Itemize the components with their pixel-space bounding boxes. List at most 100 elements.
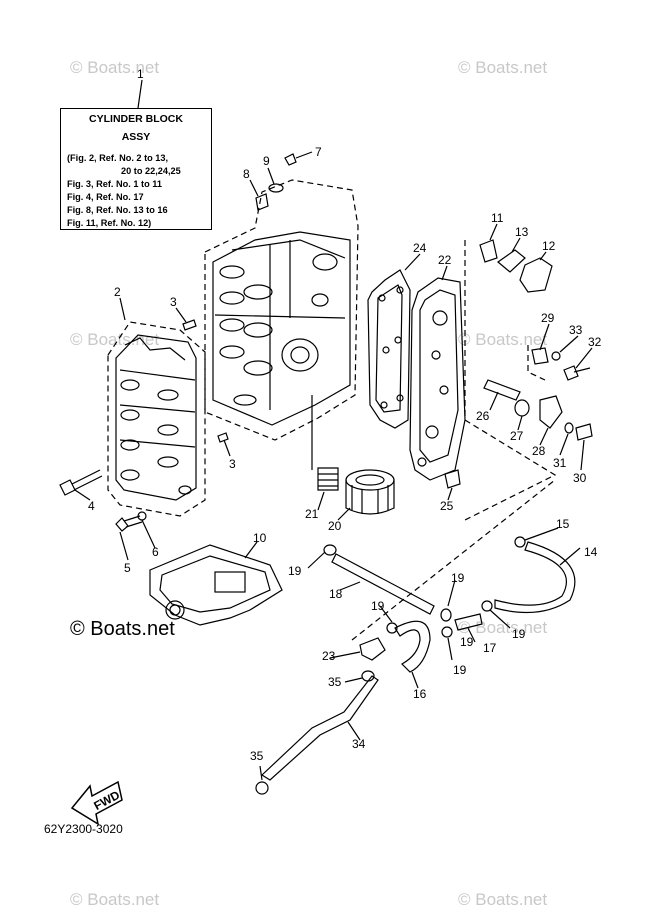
- part-label: 4: [88, 499, 95, 513]
- gasket-part: [149, 544, 283, 626]
- part-label: 33: [569, 323, 583, 337]
- hose-part: [331, 553, 435, 615]
- part-label: 7: [315, 145, 322, 159]
- info-title: CYLINDER BLOCK: [89, 113, 183, 125]
- bolt-part: [575, 423, 593, 441]
- part-label: 35: [328, 675, 342, 689]
- hose-part: [261, 675, 379, 781]
- info-line: Fig. 11, Ref. No. 12): [67, 218, 152, 228]
- part-label: 3: [229, 457, 236, 471]
- fwd-arrow-icon: FWD: [70, 780, 123, 826]
- clip-part: [481, 600, 493, 612]
- grommet-part: [483, 379, 521, 401]
- washer-part: [551, 351, 561, 361]
- part-label: 15: [556, 517, 570, 531]
- part-label: 18: [329, 587, 343, 601]
- bracket-part: [531, 347, 549, 365]
- watermark: © Boats.net: [458, 58, 548, 77]
- watermark: © Boats.net: [70, 58, 160, 77]
- joint-part: [454, 613, 483, 631]
- part-label: 19: [371, 599, 385, 613]
- part-label: 10: [253, 531, 267, 545]
- exhaust-gasket-part: [367, 269, 411, 429]
- part-label: 19: [453, 663, 467, 677]
- watermark: © Boats.net: [70, 330, 160, 349]
- part-label: 9: [263, 154, 270, 168]
- part-label: 17: [483, 641, 497, 655]
- part-label: 19: [460, 635, 474, 649]
- clip-part: [255, 781, 269, 795]
- part-label: 30: [573, 471, 587, 485]
- hose-part: [494, 541, 576, 614]
- union-bolt-part: [317, 467, 339, 491]
- bolt-part: [115, 511, 147, 532]
- seal-part: [514, 399, 530, 417]
- cylinder-block-assy-box: CYLINDER BLOCK ASSY (Fig. 2, Ref. No. 2 …: [60, 108, 212, 230]
- part-label: 19: [512, 627, 526, 641]
- clip-part: [361, 670, 375, 682]
- part-number-labels: 1 2 3 3 4 5 6 7 8 9 10 11 12 13 14 15 16…: [88, 67, 602, 763]
- part-label: 5: [124, 561, 131, 575]
- oil-filter-part: [345, 469, 395, 515]
- bolt-part: [444, 469, 461, 489]
- bolt-part: [563, 365, 579, 381]
- dowel-pin: [217, 432, 229, 443]
- part-label: 19: [451, 571, 465, 585]
- part-label: 3: [170, 295, 177, 309]
- cylinder-block-part: [204, 179, 359, 441]
- info-line: (Fig. 2, Ref. No. 2 to 13,: [67, 153, 169, 163]
- clip-part: [386, 622, 398, 634]
- part-label: 29: [541, 311, 555, 325]
- gasket-part: [497, 249, 526, 273]
- watermark-center: © Boats.net: [70, 618, 175, 640]
- part-label: 21: [305, 507, 319, 521]
- part-label: 11: [491, 211, 504, 225]
- clip-part: [514, 536, 526, 548]
- part-label: 8: [243, 167, 250, 181]
- part-label: 19: [288, 564, 302, 578]
- part-label: 32: [588, 335, 602, 349]
- info-line: 20 to 22,24,25: [121, 166, 181, 176]
- plug-part: [284, 153, 297, 166]
- leader-line: [137, 79, 143, 109]
- diagram-code: 62Y2300-3020: [44, 822, 123, 836]
- info-line: Fig. 3, Ref. No. 1 to 11: [67, 179, 162, 189]
- part-label: 13: [515, 225, 529, 239]
- washer-part: [268, 183, 284, 193]
- part-label: 24: [413, 241, 427, 255]
- part-label: 26: [476, 409, 490, 423]
- exhaust-cover-part: [409, 277, 466, 481]
- thermostat-part: [479, 239, 498, 263]
- info-subtitle: ASSY: [121, 131, 151, 143]
- part-label: 1: [137, 67, 144, 81]
- part-label: 34: [352, 737, 366, 751]
- part-label: 6: [152, 545, 159, 559]
- part-label: 27: [510, 429, 524, 443]
- nipple-part: [255, 193, 269, 211]
- dowel-pin: [182, 319, 197, 331]
- joint-part: [359, 637, 386, 661]
- clip-part: [440, 608, 452, 622]
- watermark: © Boats.net: [458, 890, 548, 909]
- info-line: Fig. 4, Ref. No. 17: [67, 192, 144, 202]
- part-label: 2: [114, 285, 121, 299]
- watermark: © Boats.net: [70, 890, 160, 909]
- cylinder-head-part: [107, 321, 206, 517]
- part-label: 28: [532, 444, 546, 458]
- part-label: 23: [322, 649, 336, 663]
- info-line: Fig. 8, Ref. No. 13 to 16: [67, 205, 168, 215]
- thermostat-cover-part: [519, 257, 553, 293]
- clip-part: [323, 544, 337, 556]
- watermark: © Boats.net: [458, 330, 548, 349]
- bolt-part: [59, 469, 103, 496]
- part-label: 12: [542, 239, 556, 253]
- part-label: 31: [553, 456, 567, 470]
- part-label: 16: [413, 687, 427, 701]
- washer-part: [564, 422, 574, 434]
- part-label: 35: [250, 749, 264, 763]
- hose-part: [394, 620, 431, 673]
- part-label: 20: [328, 519, 342, 533]
- watermark: © Boats.net: [458, 618, 548, 637]
- part-label: 22: [438, 253, 452, 267]
